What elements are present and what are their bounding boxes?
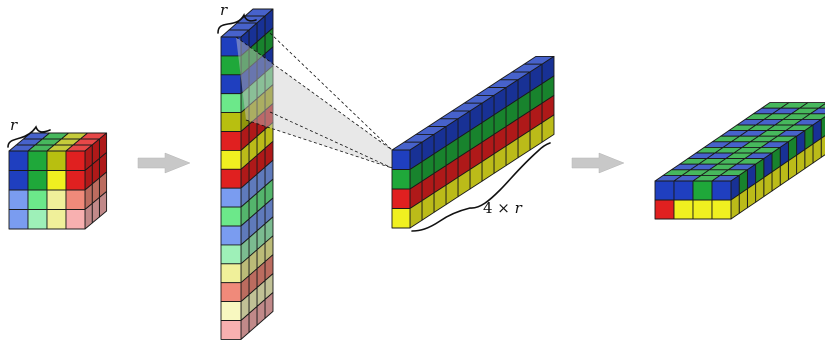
voxel-front-face	[391, 188, 411, 209]
voxel-front-face	[220, 225, 242, 246]
voxel-front-face	[391, 169, 411, 190]
voxel-front-face	[220, 206, 242, 227]
channel-column	[220, 8, 274, 340]
voxel-top-face	[818, 103, 825, 109]
voxel-front-face	[391, 208, 411, 229]
voxel-front-face	[673, 199, 694, 220]
voxel-front-face	[692, 199, 713, 220]
voxel-front-face	[711, 180, 732, 201]
block-length-brace	[411, 142, 551, 232]
voxel-front-face	[220, 168, 242, 189]
voxel-front-face	[654, 180, 675, 201]
voxel-front-face	[27, 189, 48, 210]
arrow-icon	[137, 152, 191, 174]
block-length-multiplier: 4 ×	[483, 199, 515, 217]
cube-width-brace	[7, 125, 51, 148]
voxel-front-face	[46, 150, 67, 171]
voxel-front-face	[220, 74, 242, 95]
voxel-front-face	[27, 150, 48, 171]
projection-line	[235, 36, 393, 151]
voxel-front-face	[654, 199, 675, 220]
block-length-variable: r	[515, 199, 523, 217]
cube-width-label: r	[10, 116, 18, 134]
reshaped-block	[391, 55, 555, 229]
arrow-icon	[571, 152, 625, 174]
input-cube	[8, 132, 108, 230]
column-width-brace	[217, 13, 257, 34]
voxel-front-face	[220, 301, 242, 321]
voxel-front-face	[8, 170, 29, 191]
voxel-front-face	[8, 189, 29, 210]
output-bar	[654, 102, 825, 220]
column-width-label: r	[220, 1, 228, 19]
voxel-front-face	[673, 180, 694, 201]
projection-shade	[236, 37, 392, 168]
voxel-front-face	[220, 149, 242, 170]
projection-line	[245, 119, 393, 169]
voxel-front-face	[65, 209, 86, 230]
voxel-front-face	[65, 170, 86, 191]
voxel-front-face	[8, 209, 29, 230]
voxel-front-face	[220, 282, 242, 303]
voxel-front-face	[8, 150, 29, 171]
voxel-front-face	[391, 149, 411, 170]
voxel-front-face	[220, 263, 242, 284]
projection-line	[269, 32, 393, 151]
voxel-front-face	[46, 209, 67, 230]
voxel-front-face	[220, 244, 242, 265]
voxel-front-face	[220, 320, 242, 340]
voxel-front-face	[65, 189, 86, 210]
voxel-front-face	[65, 150, 86, 171]
voxel-front-face	[27, 209, 48, 230]
voxel-front-face	[220, 55, 242, 76]
projection-lines	[235, 32, 393, 169]
voxel-front-face	[220, 187, 242, 208]
voxel-front-face	[220, 131, 242, 151]
voxel-front-face	[46, 189, 67, 210]
projection-line	[269, 111, 393, 169]
voxel-front-face	[27, 170, 48, 191]
voxel-front-face	[46, 170, 67, 191]
voxel-front-face	[220, 93, 242, 114]
voxel-front-face	[711, 199, 732, 220]
voxel-front-face	[220, 112, 242, 132]
voxel-front-face	[692, 180, 713, 201]
block-length-label: 4 × r	[483, 199, 523, 217]
